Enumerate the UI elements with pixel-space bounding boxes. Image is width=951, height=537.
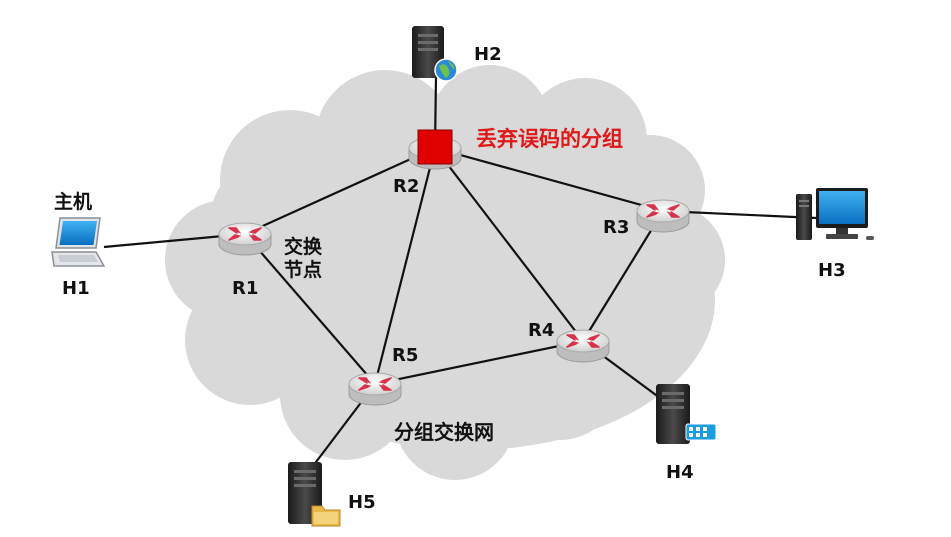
- host-label-h1: H1: [62, 278, 90, 299]
- switch-node-label-line2: 节点: [284, 259, 322, 281]
- server-network-icon: [656, 384, 717, 444]
- link-r1-r5: [244, 233, 376, 385]
- router-icon-r3: [636, 199, 690, 233]
- router-icon-r1: [218, 222, 272, 256]
- drop-caption: 丢弃误码的分组: [476, 127, 623, 151]
- router-label-r2: R2: [393, 176, 419, 197]
- router-icon-r4: [556, 329, 610, 363]
- switch-node-label-line1: 交换: [284, 235, 323, 258]
- laptop-icon: [51, 217, 106, 267]
- link-r2-r3: [434, 146, 664, 213]
- host-label-h2: H2: [474, 44, 502, 65]
- router-label-r3: R3: [603, 217, 629, 238]
- dropped-packet-marker: [417, 129, 453, 165]
- link-r2-r5: [373, 147, 437, 385]
- link-r2-r4: [434, 147, 584, 342]
- link-r3-r4: [582, 210, 664, 342]
- network-caption: 分组交换网: [394, 420, 494, 444]
- server-globe-icon: [412, 26, 458, 82]
- router-icon-r5: [348, 372, 402, 406]
- router-label-r4: R4: [528, 320, 554, 341]
- host-label-h5: H5: [348, 492, 376, 513]
- host-label-h4: H4: [666, 462, 694, 483]
- packet-switching-network-cloud: [165, 65, 725, 480]
- link-r4-r5: [374, 339, 584, 386]
- router-label-r1: R1: [232, 278, 258, 299]
- host-caption: 主机: [54, 191, 92, 213]
- link-r1-r2: [244, 146, 436, 236]
- routers: [218, 136, 690, 406]
- links: [103, 75, 817, 471]
- server-folder-icon: [288, 462, 341, 527]
- desktop-computer-icon: [796, 188, 874, 240]
- router-label-r5: R5: [392, 345, 418, 366]
- host-label-h3: H3: [818, 260, 846, 281]
